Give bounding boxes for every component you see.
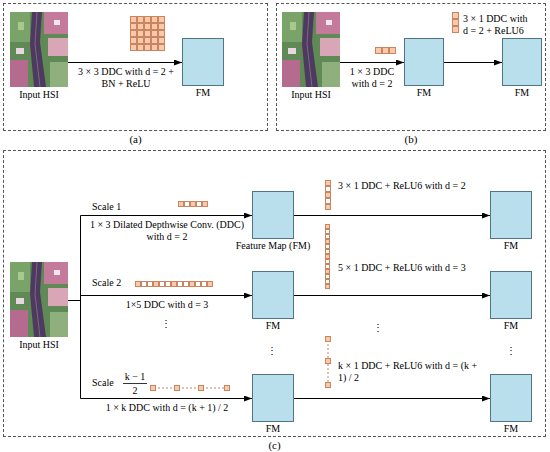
kernel-row: [135, 281, 213, 287]
kernel-cell: [179, 202, 184, 207]
kernel-gap: [150, 388, 230, 389]
kernel-cell: [326, 240, 330, 244]
feature-map: FM: [502, 38, 542, 86]
kernel-icon: [130, 16, 165, 51]
kernel-cell: [151, 386, 156, 391]
panel-label: (a): [0, 133, 308, 145]
arrow-connector: [294, 398, 490, 399]
kernel-grid: [130, 16, 165, 51]
edge-label: 1 × 3 Dilated Depthwise Conv. (DDC) with…: [84, 219, 250, 243]
kernel-icon: [325, 224, 330, 289]
feature-map: FM: [252, 374, 294, 422]
kernel-cell: [326, 205, 331, 210]
fraction-bar: [123, 383, 147, 384]
panel-label: (c): [0, 439, 550, 451]
kernel-cell: [199, 386, 204, 391]
image-caption: Input HSI: [242, 89, 380, 100]
map-label: FM: [213, 320, 333, 331]
kernel-cell: [175, 386, 180, 391]
arrow-connector: [68, 296, 252, 301]
kernel-icon: [178, 201, 208, 207]
ellipsis-mark: 2: [121, 385, 149, 397]
input-image: Input HSI: [282, 12, 340, 87]
kernel-cell: [208, 282, 213, 287]
feature-map: FM: [182, 38, 224, 86]
arrow-connector: [68, 301, 252, 399]
kernel-column: [325, 180, 331, 210]
kernel-cell: [326, 181, 331, 186]
arrow-connector: [340, 62, 404, 63]
map-label: FM: [463, 87, 550, 98]
kernel-row: [178, 201, 208, 207]
kernel-cell: [326, 270, 330, 274]
kernel-cell: [326, 337, 331, 342]
kernel-cell: [154, 282, 159, 287]
arrow-connector: [294, 295, 490, 296]
kernel-row: [375, 47, 396, 54]
scale-label: k − 1: [121, 371, 149, 383]
hsi-image: [282, 12, 340, 87]
edge-label: k × 1 DDC + ReLU6 with d = (k + 1) / 2: [338, 360, 478, 384]
hsi-image: [10, 12, 68, 87]
edge-label: 3 × 1 DDC + ReLU6 with d = 2: [338, 180, 488, 192]
map-label: FM: [451, 240, 550, 251]
map-label: FM: [451, 423, 550, 434]
kernel-column: [452, 12, 459, 33]
kernel-icon: [325, 180, 331, 210]
kernel-cell: [172, 282, 177, 287]
image-caption: Input HSI: [0, 339, 108, 350]
edge-label: 5 × 1 DDC + ReLU6 with d = 3: [338, 262, 488, 274]
panel-label: (b): [236, 133, 550, 145]
map-label: FM: [213, 423, 333, 434]
map-label: FM: [143, 87, 263, 98]
arrow-connector: [68, 216, 252, 301]
feature-map: FM: [490, 271, 532, 319]
feature-map: FM: [404, 38, 444, 86]
arrow-connector: [444, 62, 502, 63]
kernel-cell: [326, 225, 330, 229]
kernel-cell: [326, 193, 331, 198]
kernel-icon: [135, 281, 213, 287]
kernel-column: [325, 224, 330, 289]
kernel-cell: [136, 282, 141, 287]
kernel-cell: [191, 202, 196, 207]
kernel-cell: [326, 359, 331, 364]
kernel-cell: [326, 383, 331, 388]
ellipsis-mark: ⋮: [372, 322, 384, 334]
ellipsis-mark: ⋮: [160, 318, 172, 330]
input-image: Input HSI: [10, 262, 68, 337]
kernel-cell: [225, 386, 230, 391]
kernel-icon: [375, 47, 396, 54]
kernel-cell: [203, 202, 208, 207]
map-label: Feature Map (FM): [213, 240, 333, 251]
kernel-icon: [452, 12, 459, 33]
edge-label: 1×5 DDC with d = 3: [84, 299, 250, 311]
image-caption: Input HSI: [0, 89, 108, 100]
arrow-connector: [68, 62, 182, 63]
hsi-image: [10, 262, 68, 337]
panel-frame: (c)Input HSIFeature Map (FM)FMFMFMFMFM: [3, 150, 546, 437]
feature-map: Feature Map (FM): [252, 191, 294, 239]
map-label: FM: [451, 320, 550, 331]
ellipsis-mark: ⋮: [505, 345, 517, 357]
input-image: Input HSI: [10, 12, 68, 87]
edge-label: 1 × k DDC with d = (k + 1) / 2: [84, 402, 250, 414]
edge-label: 1 × 3 DDC with d = 2: [341, 66, 403, 90]
scale-label: Scale 2: [92, 277, 152, 289]
ellipsis-mark: ⋮: [266, 345, 278, 357]
feature-map: FM: [490, 374, 532, 422]
feature-map: FM: [252, 271, 294, 319]
edge-label: 3 × 3 DDC with d = 2 + BN + ReLU: [76, 66, 176, 90]
kernel-cell: [326, 255, 330, 259]
kernel-cell: [326, 285, 330, 289]
feature-map: FM: [490, 191, 532, 239]
kernel-icon: [150, 386, 230, 391]
scale-label: Scale: [92, 377, 122, 389]
kernel-icon: [326, 336, 331, 388]
edge-label: 3 × 1 DDC with d = 2 + ReLU6: [463, 13, 533, 37]
arrow-connector: [294, 215, 490, 216]
scale-label: Scale 1: [92, 201, 152, 213]
kernel-cell: [190, 282, 195, 287]
